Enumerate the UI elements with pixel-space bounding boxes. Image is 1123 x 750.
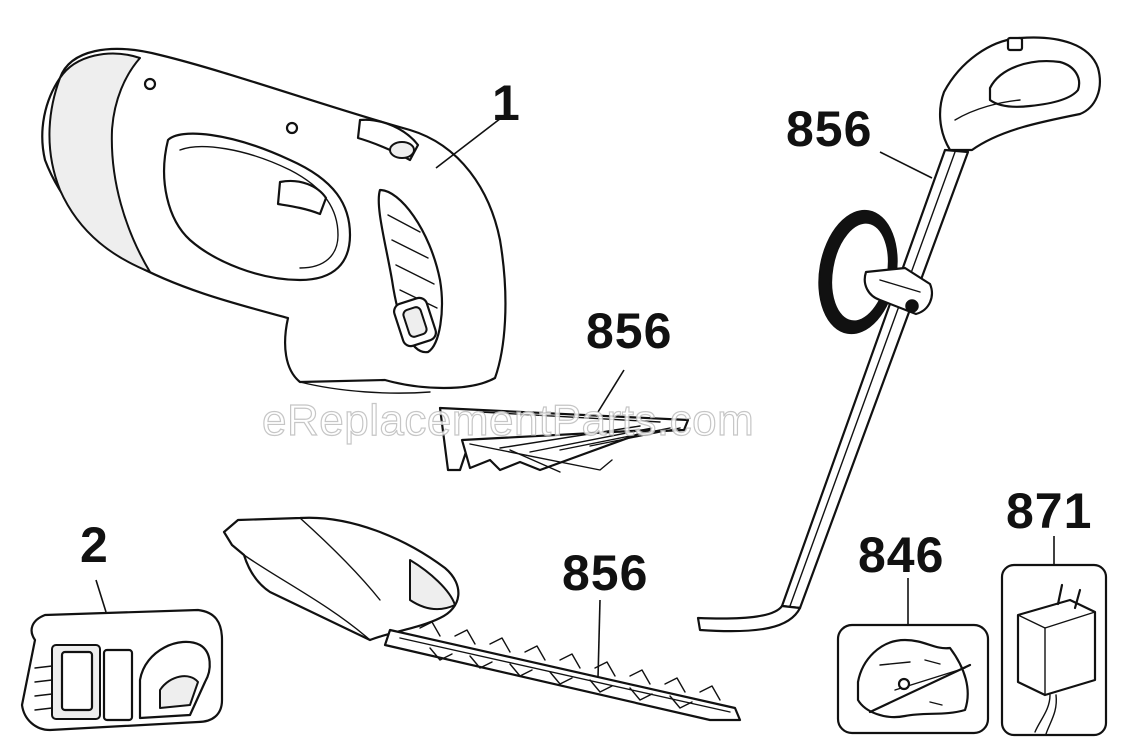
leader-line-part-2 bbox=[95, 579, 107, 613]
charger-icon bbox=[1000, 563, 1108, 737]
shear-blade-icon bbox=[438, 406, 690, 473]
extension-pole-icon bbox=[696, 36, 1101, 633]
leader-line-shear-blade bbox=[597, 369, 625, 413]
leader-line-hedge-blade bbox=[597, 599, 601, 679]
leader-line-part-1 bbox=[435, 114, 506, 169]
shear-tool-body-icon bbox=[41, 47, 507, 394]
charging-base-icon bbox=[20, 608, 224, 732]
callout-part-1: 1 bbox=[492, 75, 521, 131]
hedge-blade-icon bbox=[222, 516, 742, 722]
callout-part-856-hedge-blade: 856 bbox=[562, 545, 649, 601]
hardware-bag-icon bbox=[836, 623, 990, 735]
callout-part-846: 846 bbox=[858, 527, 945, 583]
leader-line-extension-pole bbox=[879, 151, 933, 179]
callout-part-856-extension-pole: 856 bbox=[786, 101, 873, 157]
callout-part-2: 2 bbox=[80, 517, 109, 573]
watermark-text: eReplacementParts.com bbox=[261, 396, 755, 445]
callout-part-856-shear-blade: 856 bbox=[586, 303, 673, 359]
callout-part-871: 871 bbox=[1006, 483, 1093, 539]
